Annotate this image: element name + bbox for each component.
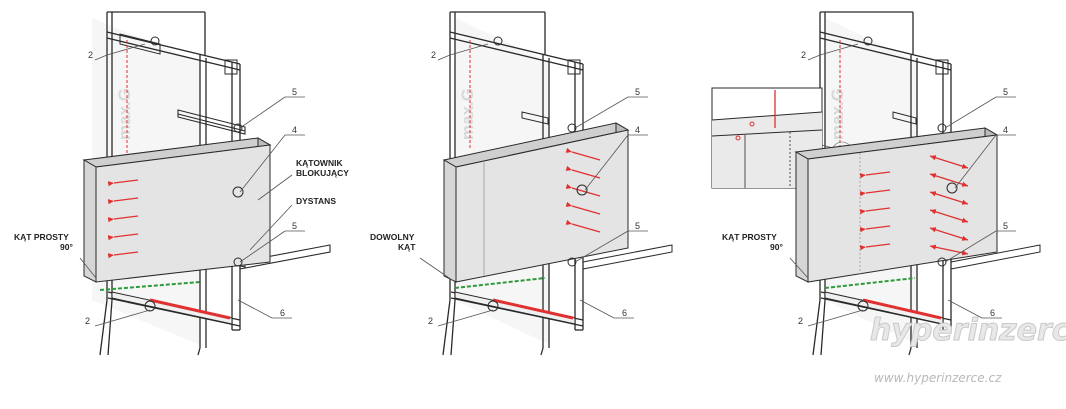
label-katownik-2: BLOKUJĄCY [296, 168, 349, 178]
panel-3: max.G [711, 11, 1041, 356]
callout-2-bottom: 2 [428, 316, 433, 326]
panel-2: max.G [370, 11, 673, 356]
callout-5-upper: 5 [292, 87, 297, 97]
label-angle-1: KĄT PROSTY [14, 232, 69, 242]
callout-2-top: 2 [431, 50, 436, 60]
label-angle-2: KĄT [398, 242, 416, 252]
label-angle-1: DOWOLNY [370, 232, 415, 242]
board [442, 122, 630, 283]
callout-4: 4 [1003, 125, 1008, 135]
callout-5-lower: 5 [292, 221, 297, 231]
label-katownik-1: KĄTOWNIK [296, 158, 343, 168]
callout-4: 4 [635, 125, 640, 135]
force-arrows [859, 155, 969, 256]
force-arrows [107, 179, 139, 259]
callout-2-bottom: 2 [798, 316, 803, 326]
watermark-url: www.hyperinzerce.cz [874, 371, 1002, 385]
top-bracket [119, 33, 238, 75]
callout-6: 6 [990, 308, 995, 318]
callout-5-upper: 5 [635, 87, 640, 97]
label-dystans: DYSTANS [296, 196, 336, 206]
label-angle-1: KĄT PROSTY [722, 232, 777, 242]
callout-5-lower: 5 [635, 221, 640, 231]
frame-brand-text: max.G [458, 88, 477, 140]
callout-5-upper: 5 [1003, 87, 1008, 97]
board [82, 137, 272, 283]
callout-5-lower: 5 [1003, 221, 1008, 231]
watermark: hyperinzerce www.hyperinzerce.cz [870, 313, 1066, 386]
callout-2-bottom: 2 [85, 316, 90, 326]
callout-2-top: 2 [801, 50, 806, 60]
panel-1: max.G [14, 11, 349, 356]
frame-brand-text: max.G [828, 88, 847, 140]
frame-brand-text: max.G [115, 88, 134, 140]
watermark-logo: hyperinzerce [870, 313, 1066, 348]
callout-6: 6 [622, 308, 627, 318]
label-angle-2: 90° [770, 242, 783, 252]
label-angle-2: 90° [60, 242, 73, 252]
callout-6: 6 [280, 308, 285, 318]
callout-2-top: 2 [88, 50, 93, 60]
detail-inset [711, 87, 853, 189]
callout-4: 4 [292, 125, 297, 135]
